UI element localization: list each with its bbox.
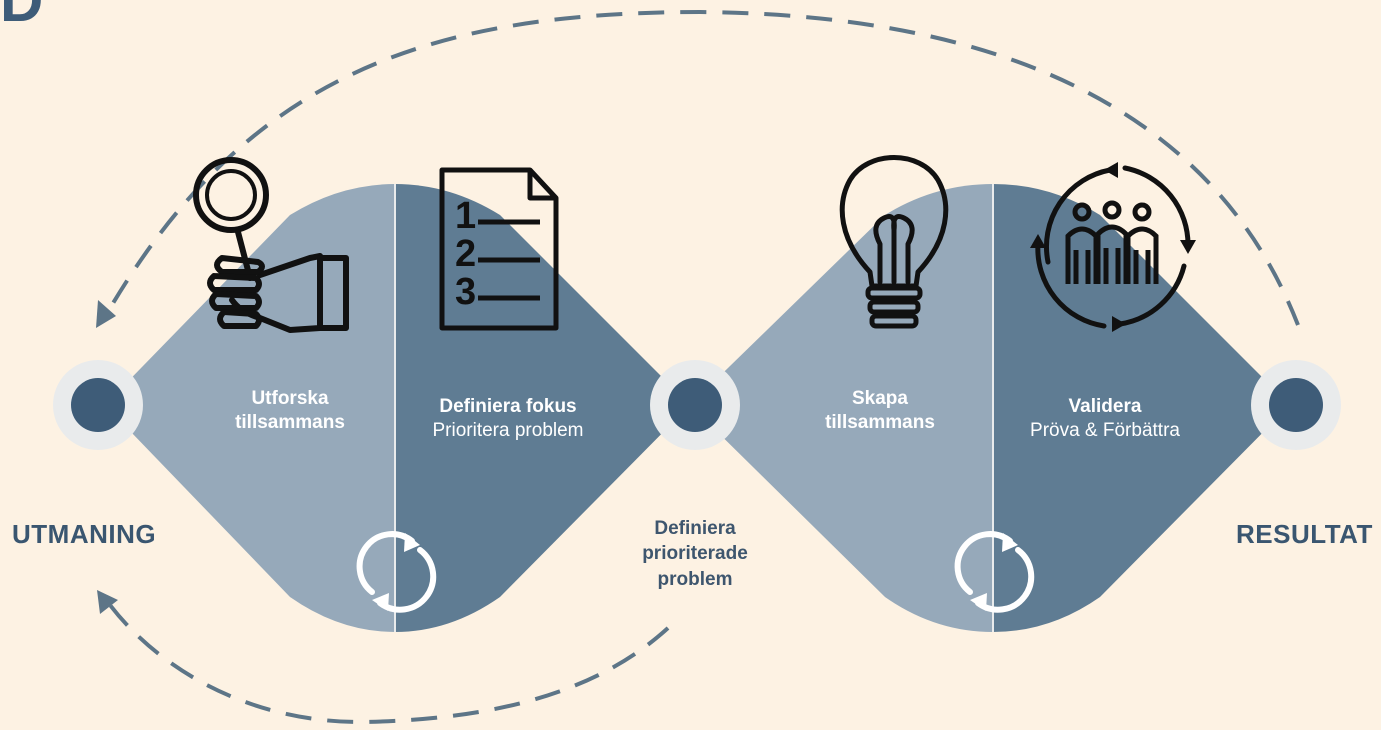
diamond-1-right-half xyxy=(395,184,690,632)
diamond-2-right-half xyxy=(993,184,1290,632)
iterate-cycle-icon-2 xyxy=(954,531,1035,613)
phase-2-label: Definiera fokus Prioritera problem xyxy=(408,395,608,443)
lightbulb-icon xyxy=(839,155,949,329)
svg-text:2: 2 xyxy=(455,233,476,275)
svg-text:3: 3 xyxy=(455,271,476,313)
end-label: RESULTAT xyxy=(1236,519,1373,549)
phase-1-title-line1: Utforska xyxy=(251,388,329,409)
start-node xyxy=(53,360,143,450)
phase-1-title: Utforska tillsammans xyxy=(215,387,365,435)
phase-3-title-line2: tillsammans xyxy=(825,411,935,433)
people-cycle-arrowheads xyxy=(1030,162,1196,332)
people-group-icon xyxy=(1065,200,1159,284)
phase-3-title-line1: Skapa xyxy=(852,388,908,409)
midpoint-label: Definiera prioriterade problem xyxy=(605,516,785,592)
return-arrowhead-top xyxy=(96,300,116,328)
iterate-cycle-icon xyxy=(356,531,437,613)
end-node xyxy=(1251,360,1341,450)
phase-4-subtitle: Pröva & Förbättra xyxy=(1030,419,1180,441)
midpoint-line3: problem xyxy=(657,568,733,590)
phase-1-title-line2: tillsammans xyxy=(235,411,345,433)
start-label: UTMANING xyxy=(12,519,157,549)
midpoint-line2: prioriterade xyxy=(642,543,748,565)
page-title-fragment: D xyxy=(0,0,44,34)
people-cycle-icon xyxy=(1035,165,1191,329)
phase-4-label: Validera Pröva & Förbättra xyxy=(1005,395,1205,443)
phase-4-title: Validera xyxy=(1068,396,1142,417)
phase-2-subtitle: Prioritera problem xyxy=(432,419,584,441)
phase-3-title: Skapa tillsammans xyxy=(805,387,955,435)
return-arrow-bottom xyxy=(108,603,670,725)
magnifier-hand-icon xyxy=(193,157,349,333)
svg-text:1: 1 xyxy=(455,195,476,237)
phase-2-title: Definiera fokus xyxy=(439,396,577,417)
numbered-list-document-icon: 1 2 3 xyxy=(439,167,559,331)
return-arrowhead-bottom xyxy=(97,590,118,614)
mid-node xyxy=(650,360,740,450)
midpoint-line1: Definiera xyxy=(654,518,736,539)
return-arrow-top xyxy=(100,9,1300,326)
